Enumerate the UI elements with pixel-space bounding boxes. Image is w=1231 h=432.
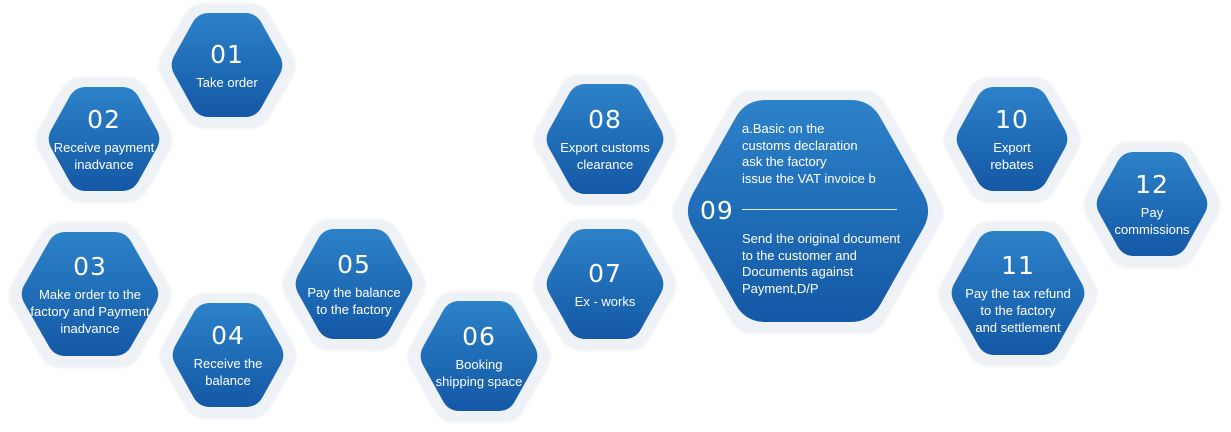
step-label: Take order — [196, 74, 258, 90]
step-09-text-a: a.Basic on the customs declaration ask t… — [742, 121, 876, 186]
step-05: 05 Pay the balance to the factory — [283, 229, 425, 339]
step-number: 06 — [462, 322, 496, 351]
hexagon-01 — [171, 13, 283, 117]
step-label: Booking shipping space — [435, 357, 523, 389]
step-12: 12 Pay commissions — [1084, 152, 1220, 256]
step-09-divider — [742, 209, 897, 210]
step-02: 02 Receive payment inadvance — [36, 87, 172, 191]
step-label: Export rebates — [990, 140, 1034, 172]
step-09-number: 09 — [700, 196, 734, 225]
hexagon-07 — [546, 229, 664, 339]
step-label: Make order to the factory and Payment in… — [30, 286, 150, 336]
step-label: Export customs clearance — [560, 140, 650, 172]
step-number: 10 — [995, 105, 1029, 134]
step-number: 03 — [73, 251, 107, 281]
step-07: 07 Ex - works — [534, 229, 676, 339]
step-number: 02 — [87, 105, 121, 134]
hexagon-09 — [687, 100, 929, 322]
step-08: 08 Export customs clearance — [534, 84, 676, 194]
step-label: Ex - works — [574, 293, 636, 309]
hexagon-02 — [48, 87, 160, 191]
step-number: 05 — [337, 250, 371, 279]
hexagon-12 — [1096, 152, 1208, 256]
step-09-text-b: Send the original document to the custom… — [742, 231, 901, 296]
step-number: 01 — [210, 39, 244, 69]
step-04: 04 Receive the balance — [160, 303, 296, 407]
step-label: Pay commissions — [1114, 205, 1190, 237]
step-number: 12 — [1135, 170, 1169, 199]
step-label: Receive the balance — [193, 356, 263, 388]
step-number: 11 — [1001, 250, 1035, 280]
hexagon-06 — [420, 301, 538, 411]
step-11: 11 Pay the tax refund to the factory and… — [939, 231, 1097, 355]
step-06: 06 Booking shipping space — [408, 301, 550, 411]
step-number: 08 — [588, 105, 622, 134]
hexagon-10 — [956, 87, 1068, 191]
hexagon-08 — [546, 84, 664, 194]
step-label: Receive payment inadvance — [53, 140, 155, 172]
step-label: Pay the tax refund to the factory and se… — [965, 285, 1071, 335]
step-label: Pay the balance to the factory — [307, 285, 401, 317]
hexagon-04 — [172, 303, 284, 407]
step-number: 07 — [588, 258, 622, 288]
hexagon-03 — [21, 232, 159, 356]
hexagon-05 — [295, 229, 413, 339]
step-03: 03 Make order to the factory and Payment… — [9, 232, 171, 356]
step-10: 10 Export rebates — [944, 87, 1080, 191]
step-01: 01 Take order — [159, 13, 295, 117]
step-number: 04 — [211, 321, 245, 350]
hexagon-11 — [951, 231, 1085, 355]
